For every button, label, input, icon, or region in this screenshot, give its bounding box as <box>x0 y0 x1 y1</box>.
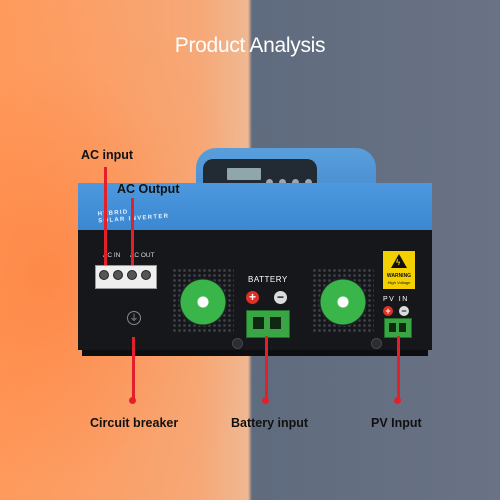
ac-terminal-block <box>95 265 157 289</box>
page-title: Product Analysis <box>174 34 326 57</box>
circuit-breaker-label: Circuit breaker <box>90 416 179 430</box>
terminal-slot <box>253 317 264 329</box>
fan-icon <box>319 278 367 326</box>
circuit-breaker-pointer-dot <box>129 397 136 404</box>
terminal-slot <box>399 323 406 332</box>
fan-icon <box>179 278 227 326</box>
lcd-screen <box>227 168 261 180</box>
mount-screw <box>232 338 243 349</box>
warning-subtitle: High Voltage <box>387 280 411 285</box>
ac-output-label: AC Output <box>117 182 180 196</box>
pv-minus-icon: − <box>399 306 409 316</box>
ac-input-pointer-line <box>104 167 107 265</box>
ac-out-terminal-label: AC OUT <box>130 252 155 259</box>
battery-input-label: Battery input <box>231 416 309 430</box>
terminal-screw <box>141 270 151 280</box>
lightning-icon: ϟ <box>396 258 401 267</box>
warning-title: WARNING <box>386 273 412 279</box>
device-button <box>266 179 273 186</box>
battery-input-pointer-line <box>265 336 268 398</box>
terminal-slot <box>270 317 281 329</box>
ac-in-terminal-label: AC IN <box>103 252 121 259</box>
battery-minus-icon: − <box>274 291 287 304</box>
terminal-screw <box>113 270 123 280</box>
device-button <box>279 179 286 186</box>
pv-terminal-label: PV IN <box>383 296 409 303</box>
pv-input-pointer-dot <box>394 397 401 404</box>
pv-input-label: PV Input <box>371 416 422 430</box>
mount-screw <box>371 338 382 349</box>
terminal-screw <box>127 270 137 280</box>
pv-input-pointer-line <box>397 336 400 398</box>
ground-icon: ⏚ <box>127 311 141 325</box>
battery-terminal-label: BATTERY <box>248 275 288 284</box>
terminal-screw <box>99 270 109 280</box>
warning-triangle-icon <box>391 254 407 268</box>
ac-output-pointer-line <box>131 198 134 265</box>
battery-plus-icon: + <box>246 291 259 304</box>
terminal-slot <box>389 323 396 332</box>
battery-input-pointer-dot <box>262 397 269 404</box>
pv-plus-icon: + <box>383 306 393 316</box>
warning-label: ϟ WARNING High Voltage <box>382 250 416 290</box>
device-button <box>292 179 299 186</box>
inverter-top-panel <box>78 183 432 230</box>
inverter-base <box>82 350 428 356</box>
device-button <box>305 179 312 186</box>
pv-terminal <box>384 318 412 338</box>
battery-terminal <box>246 310 290 338</box>
ac-input-label: AC input <box>81 148 134 162</box>
circuit-breaker-pointer-line <box>132 337 135 398</box>
